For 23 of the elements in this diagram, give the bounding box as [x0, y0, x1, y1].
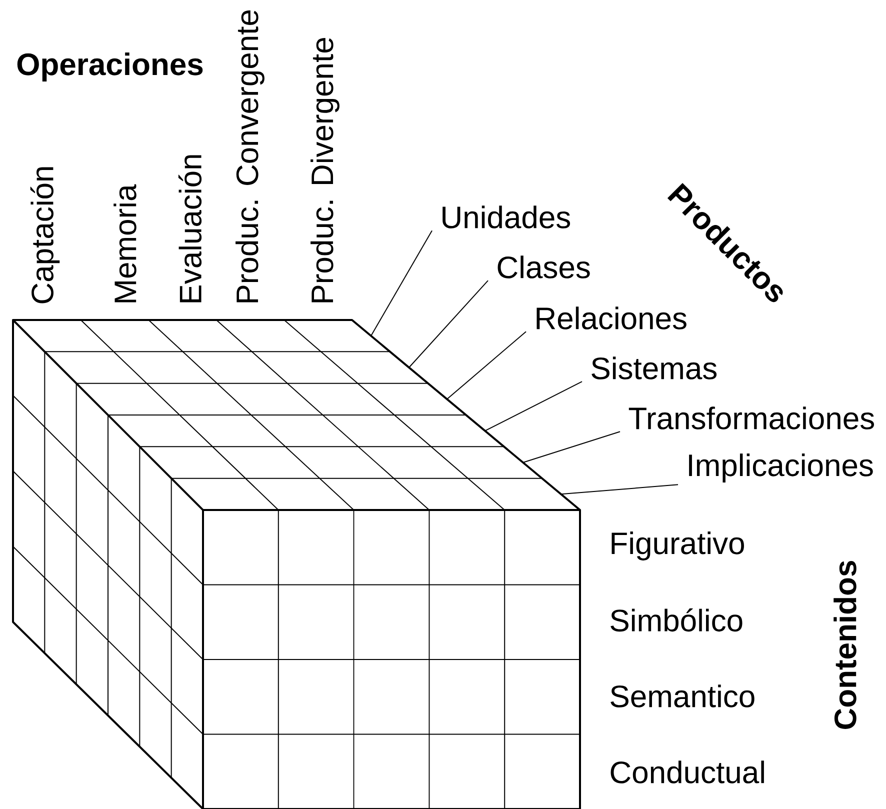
- category-label: Relaciones: [536, 306, 686, 330]
- category-label: Implicaciones: [689, 454, 873, 482]
- axis-label: Memoria: [114, 184, 136, 302]
- axis-label: Simbólico: [610, 608, 742, 632]
- axis-label: Evaluación: [178, 155, 202, 302]
- axis-label: Semantico: [610, 684, 754, 708]
- axis-label: Figurativo: [612, 532, 744, 560]
- category-label: Unidades: [442, 206, 570, 228]
- category-label: Clases: [498, 256, 590, 278]
- leader-line: [484, 381, 582, 432]
- axis-label: Produc. Divergente: [310, 38, 340, 302]
- leader-line: [560, 484, 678, 495]
- axis-title: Operaciones: [17, 52, 203, 82]
- axis-label: Captación: [30, 167, 60, 304]
- leader-line: [370, 230, 432, 336]
- axis-title: Contenidos: [834, 561, 856, 729]
- axis-label: Conductual: [610, 760, 764, 784]
- axis-label: Produc. Convergente: [236, 10, 264, 302]
- leader-line: [522, 431, 620, 463]
- category-label: Transformaciones: [628, 406, 874, 430]
- leader-line: [446, 331, 526, 400]
- leader-line: [408, 280, 488, 368]
- category-label: Sistemas: [592, 356, 717, 380]
